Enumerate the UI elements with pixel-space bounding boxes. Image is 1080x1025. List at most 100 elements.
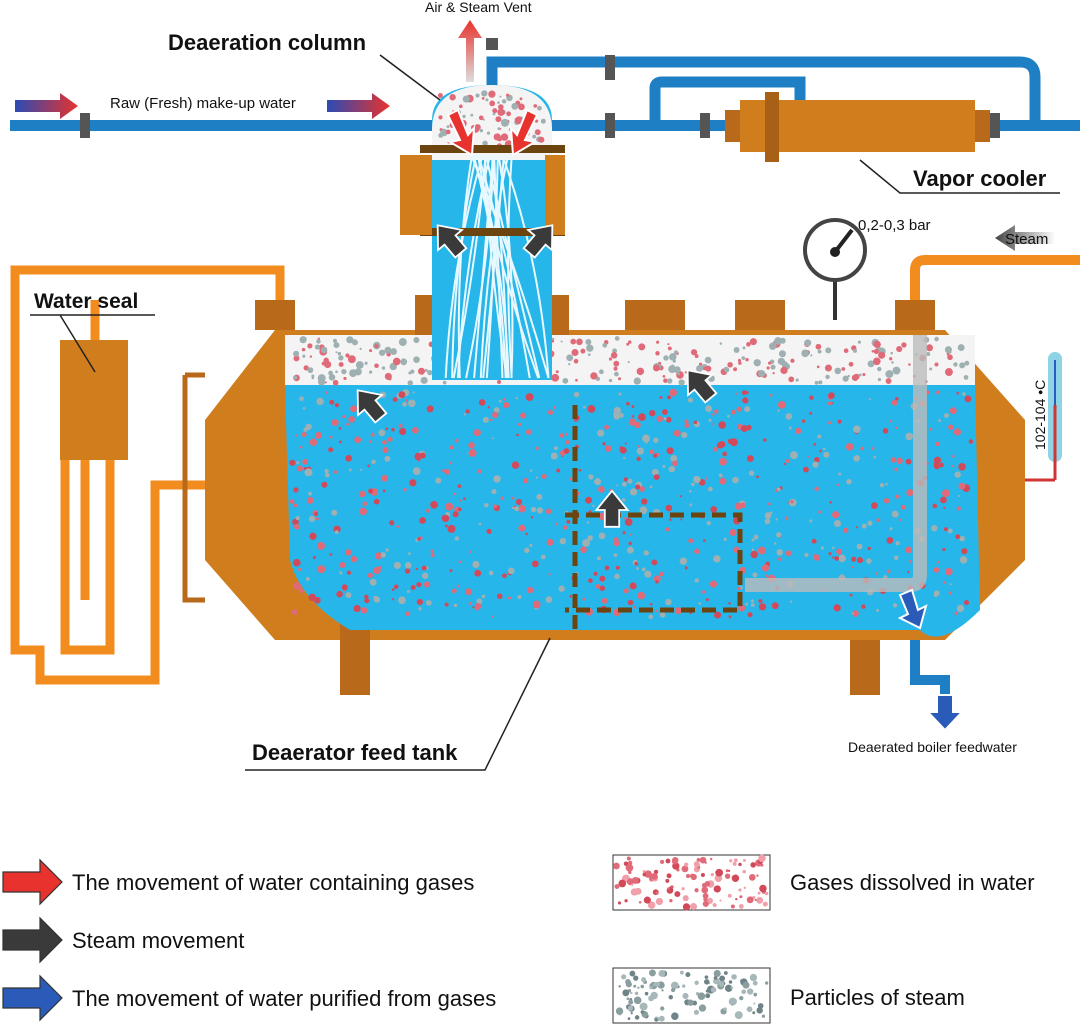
bubble: [713, 969, 721, 978]
bubble: [828, 392, 835, 399]
bubble: [302, 407, 306, 410]
bubble: [631, 415, 635, 418]
bubble: [416, 598, 423, 606]
bubble: [738, 904, 744, 909]
bubble: [677, 372, 680, 376]
bubble: [444, 468, 451, 475]
bubble: [309, 438, 318, 446]
bubble: [511, 102, 519, 110]
bubble: [415, 567, 418, 571]
bubble: [708, 418, 712, 422]
bubble: [895, 396, 899, 401]
bubble: [639, 506, 648, 515]
pressure-label: 0,2-0,3 bar: [858, 217, 931, 234]
bubble: [462, 95, 470, 103]
bubble: [438, 132, 444, 138]
bubble: [626, 342, 630, 346]
bubble: [742, 981, 750, 989]
bubble: [452, 511, 459, 518]
bubble: [926, 351, 931, 357]
bubble: [338, 440, 342, 444]
bubble: [408, 371, 412, 375]
bubble: [850, 565, 854, 569]
bubble: [827, 401, 832, 406]
bubble: [498, 399, 502, 403]
bubble: [292, 518, 299, 526]
bubble: [502, 397, 506, 401]
bubble: [852, 610, 859, 617]
bubble: [710, 873, 715, 877]
water-stream: [470, 154, 550, 379]
bubble: [719, 477, 727, 485]
bubble: [936, 560, 940, 564]
bubble: [733, 347, 740, 353]
bubble: [667, 887, 670, 890]
bubble: [705, 598, 709, 602]
bubble: [929, 427, 933, 431]
bubble: [583, 405, 586, 409]
bubble: [724, 873, 731, 879]
bubble: [484, 502, 489, 508]
bubble: [658, 1015, 665, 1022]
bubble: [730, 986, 734, 989]
bubble: [345, 454, 353, 462]
bubble: [507, 596, 511, 600]
bubble: [741, 356, 746, 360]
bubble: [360, 607, 368, 614]
bubble: [748, 874, 756, 881]
bubble: [871, 349, 875, 353]
bubble: [478, 115, 484, 121]
bubble: [699, 362, 703, 366]
bubble: [669, 899, 673, 903]
bubble: [723, 537, 727, 541]
bubble: [776, 487, 781, 492]
bubble: [963, 375, 969, 380]
bubble: [742, 858, 746, 862]
bubble: [868, 397, 871, 401]
bubble: [698, 602, 702, 606]
bubble: [694, 548, 700, 555]
bubble: [420, 376, 428, 384]
bubble: [832, 556, 835, 559]
bubble: [462, 114, 466, 119]
bubble: [706, 520, 711, 526]
bubble: [417, 367, 426, 375]
bubble: [345, 353, 350, 358]
bubble: [671, 364, 675, 368]
bubble: [566, 354, 574, 362]
bubble: [648, 614, 654, 620]
bubble: [777, 400, 786, 409]
bubble: [369, 370, 373, 374]
bubble: [825, 347, 832, 354]
bubble: [534, 129, 541, 136]
bubble: [702, 900, 709, 907]
bubble: [417, 537, 421, 541]
bubble: [613, 540, 620, 547]
bubble: [846, 478, 852, 485]
bubble: [845, 442, 854, 451]
bubble: [647, 901, 656, 909]
bubble: [770, 364, 776, 370]
water-stream: [501, 154, 550, 379]
bubble: [346, 336, 354, 344]
bubble: [705, 477, 709, 480]
bubble: [636, 367, 645, 376]
bubble: [674, 891, 681, 898]
bubble: [426, 508, 431, 513]
bubble: [949, 407, 957, 415]
bubble: [704, 975, 709, 980]
bubble: [748, 470, 755, 476]
bubble: [412, 467, 421, 475]
water-stream: [497, 154, 514, 379]
bubble: [878, 351, 886, 359]
bubble: [419, 452, 426, 459]
bubble: [684, 566, 688, 570]
water-gas-arrow-icon: [446, 108, 476, 157]
bubble: [961, 548, 968, 555]
bubble: [752, 980, 758, 986]
bubble: [303, 427, 308, 432]
bubble: [732, 861, 737, 866]
bubble: [655, 580, 659, 584]
bubble: [311, 374, 315, 378]
bubble: [713, 555, 721, 563]
